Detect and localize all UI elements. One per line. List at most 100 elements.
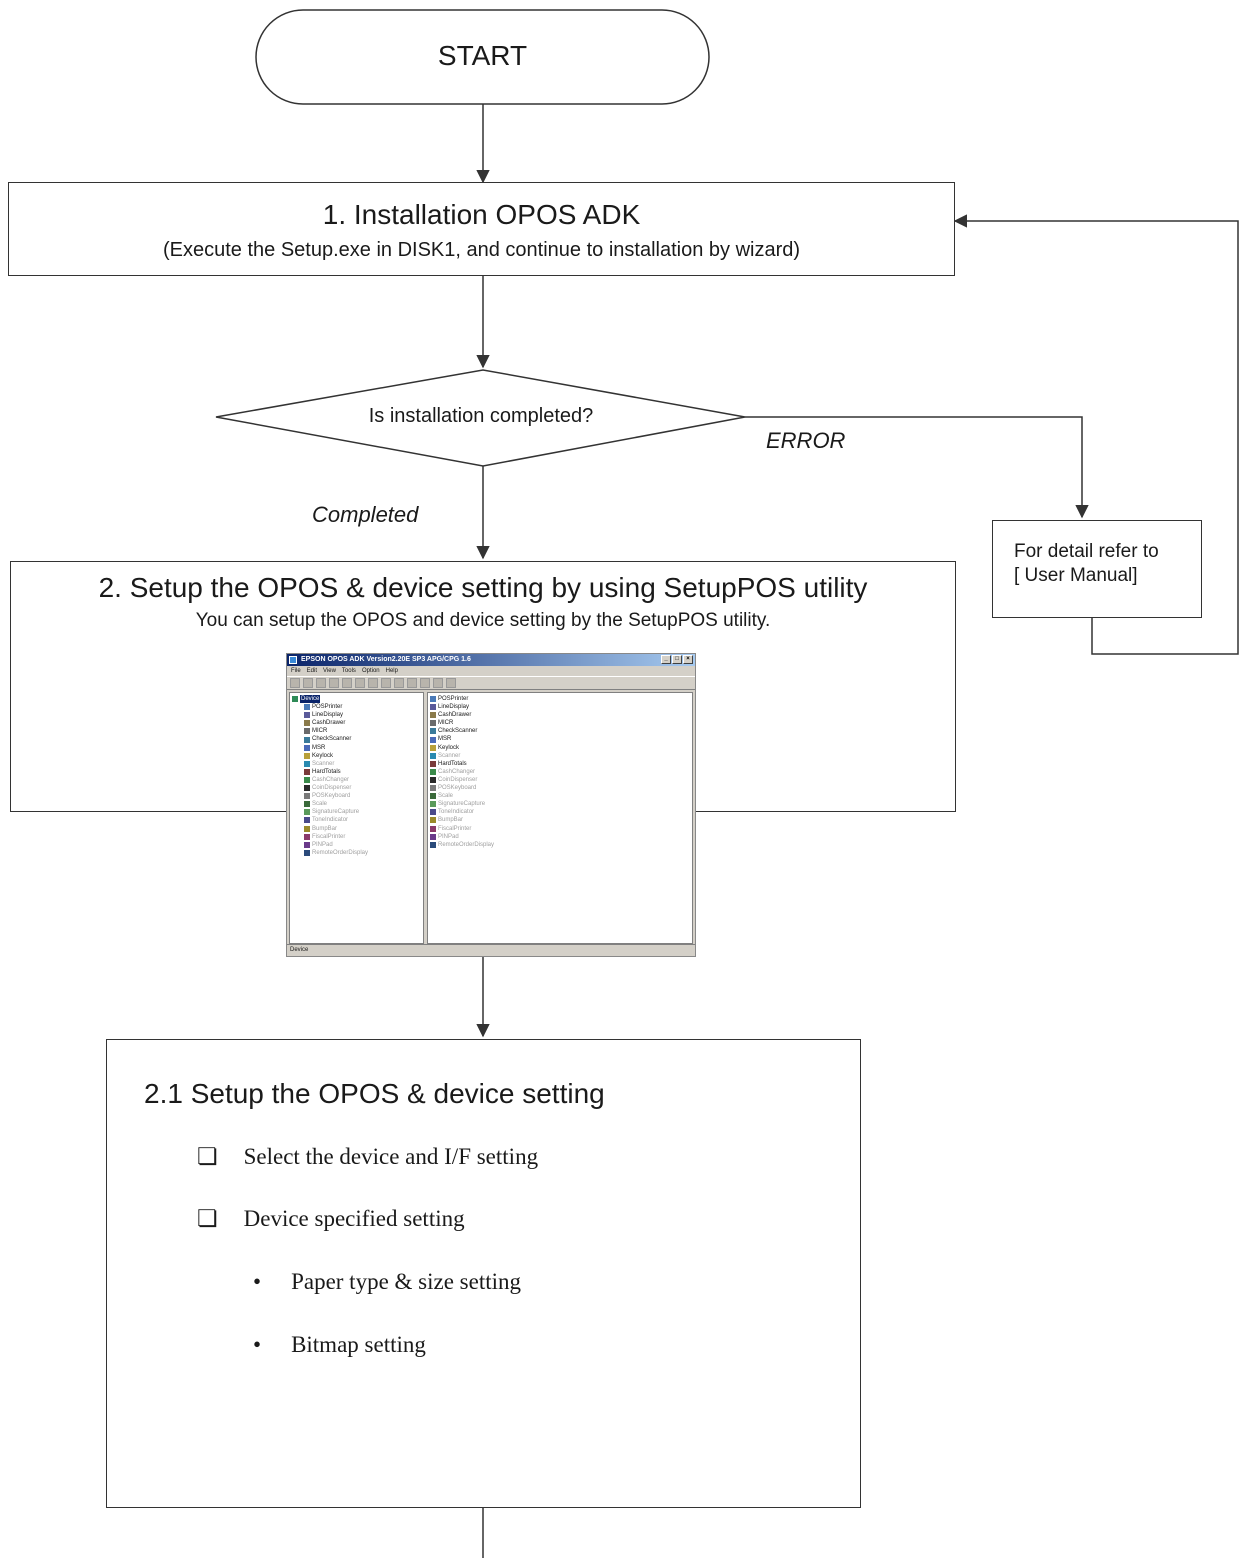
error-box-line1: For detail refer to bbox=[1014, 541, 1159, 562]
tree-item: MSR bbox=[290, 744, 423, 752]
tree-item-label: POSPrinter bbox=[312, 704, 343, 711]
error-box: For detail refer to [ User Manual] bbox=[992, 520, 1202, 618]
list-item-label: CoinDispenser bbox=[438, 776, 478, 783]
tree-item-label: PINPad bbox=[312, 841, 333, 848]
list-item-label: CashChanger bbox=[438, 768, 476, 775]
toolbar-properties-icon bbox=[381, 678, 391, 688]
screenshot-statusbar: Device bbox=[287, 944, 695, 956]
device-icon bbox=[304, 833, 310, 840]
list-item: Keylock bbox=[428, 744, 692, 752]
tree-item-label: MSR bbox=[312, 744, 326, 751]
device-icon bbox=[430, 776, 436, 783]
tree-item-label: Scanner bbox=[312, 760, 335, 767]
step1-title: 1. Installation OPOS ADK bbox=[322, 199, 641, 230]
device-icon bbox=[430, 720, 436, 727]
screenshot-window-title: EPSON OPOS ADK Version2.20E SP3 APG/CPG … bbox=[301, 656, 471, 663]
toolbar-add-icon bbox=[290, 678, 300, 688]
device-icon bbox=[304, 776, 310, 783]
device-icon bbox=[304, 817, 310, 824]
device-icon bbox=[430, 768, 436, 775]
list-item: CoinDispenser bbox=[428, 776, 692, 784]
menu-option: Option bbox=[361, 668, 380, 674]
app-icon bbox=[289, 656, 297, 664]
device-icon bbox=[304, 841, 310, 848]
tree-item-label: RemoteOrderDisplay bbox=[312, 849, 369, 856]
device-icon bbox=[304, 785, 310, 792]
tree-item: LineDisplay bbox=[290, 711, 423, 719]
toolbar-small-icons-icon bbox=[407, 678, 417, 688]
list-item: ToneIndicator bbox=[428, 808, 692, 816]
list-item-label: FiscalPrinter bbox=[438, 825, 472, 832]
toolbar-check-icon bbox=[329, 678, 339, 688]
device-root-icon bbox=[292, 696, 298, 703]
device-icon bbox=[430, 809, 436, 816]
toolbar-cut-icon bbox=[368, 678, 378, 688]
tree-item: CheckScanner bbox=[290, 735, 423, 743]
tree-item-label: Scale bbox=[312, 801, 328, 808]
screenshot-menubar: File Edit View Tools Option Help bbox=[287, 666, 695, 676]
list-item-label: BumpBar bbox=[438, 817, 464, 824]
toolbar-details-icon bbox=[433, 678, 443, 688]
device-icon bbox=[304, 744, 310, 751]
list-item-label: MICR bbox=[438, 720, 454, 727]
menu-tools: Tools bbox=[341, 668, 356, 674]
device-icon bbox=[304, 712, 310, 719]
setuppos-screenshot: EPSON OPOS ADK Version2.20E SP3 APG/CPG … bbox=[286, 653, 696, 957]
error-box-line2: [ User Manual] bbox=[1014, 565, 1138, 586]
tree-item-label: HardTotals bbox=[312, 768, 341, 775]
device-icon bbox=[304, 752, 310, 759]
tree-item: Scanner bbox=[290, 760, 423, 768]
tree-item: Scale bbox=[290, 800, 423, 808]
list-item-label: POSKeyboard bbox=[438, 785, 477, 792]
device-icon bbox=[430, 696, 436, 703]
step21-subitem-2: • Bitmap setting bbox=[253, 1332, 426, 1358]
tree-item: RemoteOrderDisplay bbox=[290, 849, 423, 857]
connector-error-loop bbox=[953, 214, 1239, 655]
tree-root: Device bbox=[290, 695, 423, 704]
window-buttons: _ □ × bbox=[661, 655, 693, 664]
list-item: LineDisplay bbox=[428, 703, 692, 711]
step21-item-1-label: Select the device and I/F setting bbox=[243, 1144, 539, 1169]
list-item: PINPad bbox=[428, 833, 692, 841]
tree-item: PINPad bbox=[290, 841, 423, 849]
tree-item-label: LineDisplay bbox=[312, 712, 344, 719]
screenshot-toolbar bbox=[287, 676, 695, 690]
device-icon bbox=[430, 825, 436, 832]
device-icon bbox=[304, 704, 310, 711]
list-item-label: HardTotals bbox=[438, 760, 467, 767]
toolbar-paste-icon bbox=[355, 678, 365, 688]
tree-item: HardTotals bbox=[290, 768, 423, 776]
list-item: FiscalPrinter bbox=[428, 825, 692, 833]
maximize-icon: □ bbox=[672, 655, 682, 664]
menu-help: Help bbox=[385, 668, 398, 674]
device-icon bbox=[304, 793, 310, 800]
start-label: START bbox=[437, 40, 528, 71]
device-icon bbox=[430, 736, 436, 743]
list-item-label: LineDisplay bbox=[438, 704, 470, 711]
tree-item-label: CashDrawer bbox=[312, 720, 346, 727]
tree-item-label: SignatureCapture bbox=[312, 809, 360, 816]
list-item-label: CheckScanner bbox=[438, 728, 478, 735]
list-item-label: Keylock bbox=[438, 744, 460, 751]
tree-item-label: FiscalPrinter bbox=[312, 833, 346, 840]
toolbar-edit-icon bbox=[303, 678, 313, 688]
device-icon bbox=[430, 752, 436, 759]
list-item: RemoteOrderDisplay bbox=[428, 841, 692, 849]
device-icon bbox=[430, 817, 436, 824]
tree-item-label: ToneIndicator bbox=[312, 817, 349, 824]
tree-item-label: CashChanger bbox=[312, 776, 350, 783]
tree-item: MICR bbox=[290, 727, 423, 735]
step21-item-2: ❏ Device specified setting bbox=[197, 1206, 465, 1232]
decision-question: Is installation completed? bbox=[368, 405, 594, 427]
step21-item-1: ❏ Select the device and I/F setting bbox=[197, 1144, 538, 1170]
step21-subitem-1-label: Paper type & size setting bbox=[291, 1269, 522, 1294]
toolbar-help-icon bbox=[446, 678, 456, 688]
menu-view: View bbox=[323, 668, 336, 674]
device-icon bbox=[304, 801, 310, 808]
checkbox-icon: ❏ bbox=[197, 1206, 218, 1231]
step21-title: 2.1 Setup the OPOS & device setting bbox=[144, 1078, 605, 1109]
device-icon bbox=[304, 728, 310, 735]
